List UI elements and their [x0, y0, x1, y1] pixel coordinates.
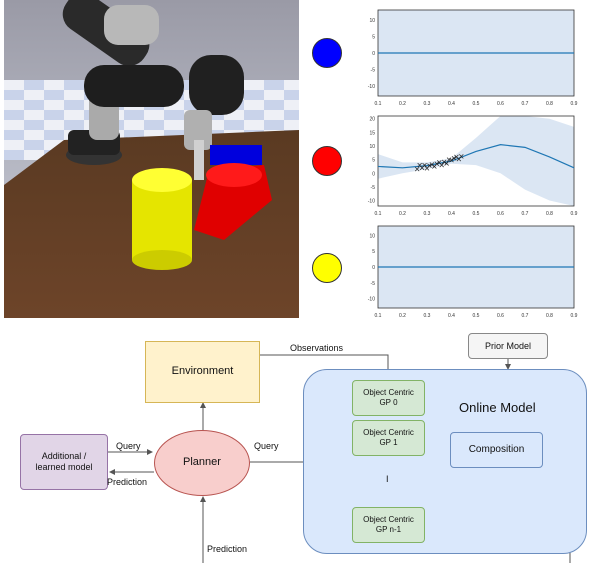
- x-tick-label: 0.6: [497, 211, 504, 216]
- y-tick-label: -5: [371, 185, 376, 191]
- gp-1-label: Object Centric GP 1: [363, 428, 414, 447]
- y-tick-label: -10: [368, 297, 375, 303]
- planner-ellipse: Planner: [154, 430, 250, 496]
- y-tick-label: 5: [372, 249, 375, 255]
- x-tick-label: 0.6: [497, 313, 504, 318]
- gp-n-box: Object Centric GP n-1: [352, 507, 425, 543]
- x-tick-label: 0.8: [546, 101, 553, 106]
- y-tick-label: 5: [372, 34, 375, 40]
- observation-point: [451, 156, 457, 161]
- x-tick-label: 0.3: [424, 101, 431, 106]
- composition-box: Composition: [450, 432, 543, 468]
- additional-model-box: Additional / learned model: [20, 434, 108, 490]
- observation-point: [422, 162, 427, 168]
- observation-point: [427, 163, 432, 168]
- y-tick-label: -10: [368, 84, 375, 90]
- x-tick-label: 0.4: [448, 101, 455, 106]
- object-color-red: [312, 146, 342, 176]
- environment-box: Environment: [145, 341, 260, 403]
- prediction-bottom-label: Prediction: [207, 544, 248, 554]
- gp-plot-yellow: 0.1 0.2 0.3 0.4 0.5 0.6 0.7 0.8 0.9 10 5 0 -5 -10: [360, 220, 582, 318]
- gp-plot-red: 0.1 0.2 0.3 0.4 0.5 0.6 0.7 0.8 0.9 20 15 10 5 0 -5 -10: [360, 110, 582, 216]
- y-tick-label: 10: [369, 233, 375, 239]
- online-model-container: [303, 369, 587, 554]
- x-tick-label: 0.1: [375, 211, 382, 216]
- query-right-label: Query: [254, 441, 279, 451]
- y-tick-label: 0: [372, 51, 375, 57]
- x-tick-label: 0.9: [571, 313, 578, 318]
- gp-0-box: Object Centric GP 0: [352, 380, 425, 416]
- robot-scene-image: [4, 0, 299, 318]
- online-model-label: Online Model: [459, 400, 536, 415]
- prediction-left-label: Prediction: [107, 477, 148, 487]
- observation-point: [444, 161, 449, 166]
- x-tick-label: 0.2: [399, 313, 406, 318]
- x-tick-label: 0.7: [522, 313, 529, 318]
- x-tick-label: 0.3: [424, 313, 431, 318]
- y-tick-label: 0: [372, 171, 375, 177]
- x-tick-label: 0.7: [522, 101, 529, 106]
- query-left-label: Query: [116, 441, 141, 451]
- x-tick-label: 0.7: [522, 211, 529, 216]
- y-tick-label: 5: [372, 158, 375, 164]
- gp-confidence-band: [378, 116, 574, 206]
- y-tick-label: -5: [371, 68, 376, 74]
- object-color-yellow: [312, 253, 342, 283]
- gp-ellipsis: I: [386, 474, 389, 484]
- observations-label: Observations: [290, 343, 344, 353]
- observation-point: [434, 161, 440, 166]
- prior-model-box: Prior Model: [468, 333, 548, 359]
- prior-model-label: Prior Model: [484, 340, 531, 351]
- gp-n-label: Object Centric GP n-1: [363, 515, 414, 534]
- x-tick-label: 0.2: [399, 211, 406, 216]
- observation-point: [429, 162, 435, 167]
- y-tick-label: 0: [372, 265, 375, 271]
- x-tick-label: 0.1: [375, 313, 382, 318]
- y-tick-label: 20: [369, 117, 375, 123]
- x-tick-label: 0.9: [571, 101, 578, 106]
- x-tick-label: 0.1: [375, 101, 382, 106]
- observation-point: [441, 159, 447, 165]
- object-color-blue: [312, 38, 342, 68]
- x-tick-label: 0.6: [497, 101, 504, 106]
- x-tick-label: 0.3: [424, 211, 431, 216]
- x-tick-label: 0.5: [473, 101, 480, 106]
- additional-model-label: Additional / learned model: [35, 451, 93, 472]
- x-tick-label: 0.2: [399, 101, 406, 106]
- x-tick-label: 0.8: [546, 211, 553, 216]
- y-tick-label: 15: [369, 130, 375, 136]
- x-tick-label: 0.4: [448, 313, 455, 318]
- gp-plot-blue: 0.1 0.2 0.3 0.4 0.5 0.6 0.7 0.8 0.9 10 5 0 -5 -10: [360, 4, 582, 106]
- observation-point: [449, 157, 454, 163]
- y-tick-label: -10: [368, 199, 375, 205]
- gp-0-label: Object Centric GP 0: [363, 388, 414, 407]
- composition-label: Composition: [468, 444, 525, 455]
- x-tick-label: 0.5: [473, 211, 480, 216]
- x-tick-label: 0.8: [546, 313, 553, 318]
- y-tick-label: 10: [369, 18, 375, 24]
- x-tick-label: 0.9: [571, 211, 578, 216]
- y-tick-label: -5: [371, 281, 376, 287]
- environment-label: Environment: [171, 365, 234, 378]
- gp-1-box: Object Centric GP 1: [352, 420, 425, 456]
- plot-frame: [377, 115, 575, 207]
- x-tick-label: 0.4: [448, 211, 455, 216]
- y-tick-label: 10: [369, 144, 375, 150]
- planner-label: Planner: [183, 456, 221, 469]
- observation-point: [439, 162, 444, 168]
- observation-point: [459, 154, 464, 159]
- x-tick-label: 0.5: [473, 313, 480, 318]
- observation-point: [414, 166, 420, 172]
- gp-mean-line: [377, 144, 575, 169]
